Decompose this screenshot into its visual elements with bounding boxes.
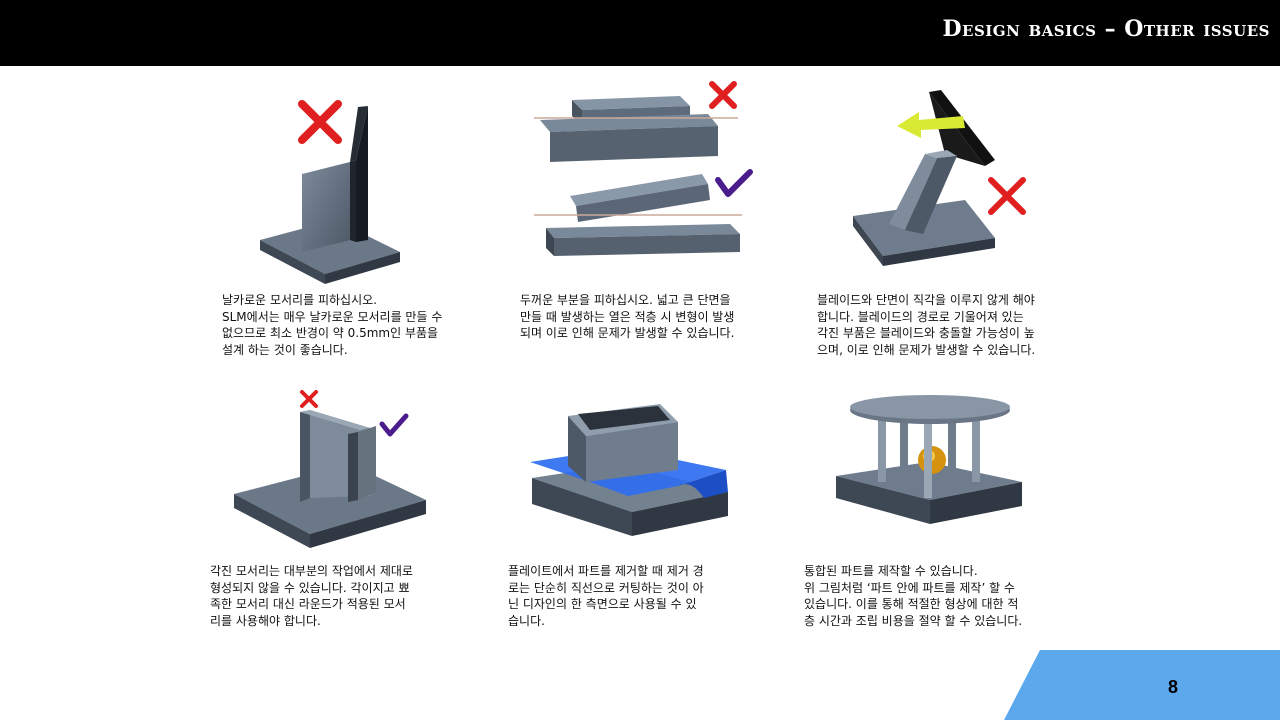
caption-line: 층 시간과 조립 비용을 절약 할 수 있습니다. [804, 613, 1023, 628]
caption-line: 로는 단순히 직선으로 커팅하는 것이 아 [508, 580, 704, 595]
arrow-icon [897, 112, 965, 138]
integrated-part-illustration [836, 395, 1022, 524]
caption-line: 없으므로 최소 반경이 약 0.5mm인 부품을 [222, 326, 439, 340]
cross-icon [709, 81, 737, 109]
caption-line: 통합된 파트를 제작할 수 있습니다. [804, 564, 978, 578]
cross-icon [300, 390, 318, 408]
sharp-corner-illustration [260, 100, 400, 284]
footer-accent-shape [1004, 650, 1280, 720]
caption-rounded-corner: 각진 모서리는 대부분의 작업에서 제대로 형성되지 않을 수 있습니다. 각이… [210, 563, 480, 629]
caption-line: SLM에서는 매우 날카로운 모서리를 만들 수 [222, 309, 443, 324]
title-bar: Design basics – Other issues [0, 0, 1280, 66]
caption-line: 족한 모서리 대신 라운드가 적용된 모서 [210, 597, 406, 611]
caption-line: 있습니다. 이를 통해 적절한 형상에 대한 적 [804, 597, 1019, 611]
blade-angle-illustration [853, 90, 1026, 266]
caption-line: 습니다. [508, 613, 545, 628]
cross-icon [298, 100, 342, 144]
removal-path-illustration [530, 404, 728, 536]
caption-line: 형성되지 않을 수 있습니다. 각이지고 뾰 [210, 580, 410, 595]
caption-line: 되며 이로 인해 문제가 발생할 수 있습니다. [520, 326, 735, 340]
caption-line: 플레이트에서 파트를 제거할 때 제거 경 [508, 564, 704, 578]
caption-line: 설계 하는 것이 좋습니다. [222, 342, 348, 357]
caption-line: 으며, 이로 인해 문제가 발생할 수 있습니다. [817, 342, 1036, 357]
caption-line: 합니다. 블레이드의 경로로 기울어져 있는 [817, 309, 1024, 324]
caption-thick-section: 두꺼운 부분을 피하십시오. 넓고 큰 단면을 만들 때 발생하는 열은 적층 … [520, 292, 790, 342]
caption-line: 각진 부품은 블레이드와 충돌할 가능성이 높 [817, 326, 1035, 340]
check-icon [715, 169, 753, 197]
rounded-corner-illustration [234, 390, 426, 548]
check-icon [379, 413, 409, 437]
caption-line: 위 그림처럼 ‘파트 안에 파트를 제작’ 할 수 [804, 580, 1015, 595]
caption-sharp-corner: 날카로운 모서리를 피하십시오. SLM에서는 매우 날카로운 모서리를 만들 … [222, 292, 492, 358]
caption-line: 블레이드와 단면이 직각을 이루지 않게 해야 [817, 293, 1035, 307]
caption-line: 날카로운 모서리를 피하십시오. [222, 293, 377, 307]
cross-icon [988, 177, 1026, 215]
caption-line: 닌 디자인의 한 측면으로 사용될 수 있 [508, 597, 697, 611]
caption-line: 리를 사용해야 합니다. [210, 613, 321, 628]
caption-integrated-part: 통합된 파트를 제작할 수 있습니다. 위 그림처럼 ‘파트 안에 파트를 제작… [804, 563, 1094, 629]
slide-title: Design basics – Other issues [942, 16, 1270, 42]
thick-section-illustration [534, 81, 753, 256]
caption-line: 두꺼운 부분을 피하십시오. 넓고 큰 단면을 [520, 293, 731, 307]
caption-line: 각진 모서리는 대부분의 작업에서 제대로 [210, 564, 413, 578]
caption-line: 만들 때 발생하는 열은 적층 시 변형이 발생 [520, 309, 735, 324]
caption-blade-angle: 블레이드와 단면이 직각을 이루지 않게 해야 합니다. 블레이드의 경로로 기… [817, 292, 1087, 358]
page-number: 8 [1168, 677, 1179, 697]
caption-removal-path: 플레이트에서 파트를 제거할 때 제거 경 로는 단순히 직선으로 커팅하는 것… [508, 563, 778, 629]
